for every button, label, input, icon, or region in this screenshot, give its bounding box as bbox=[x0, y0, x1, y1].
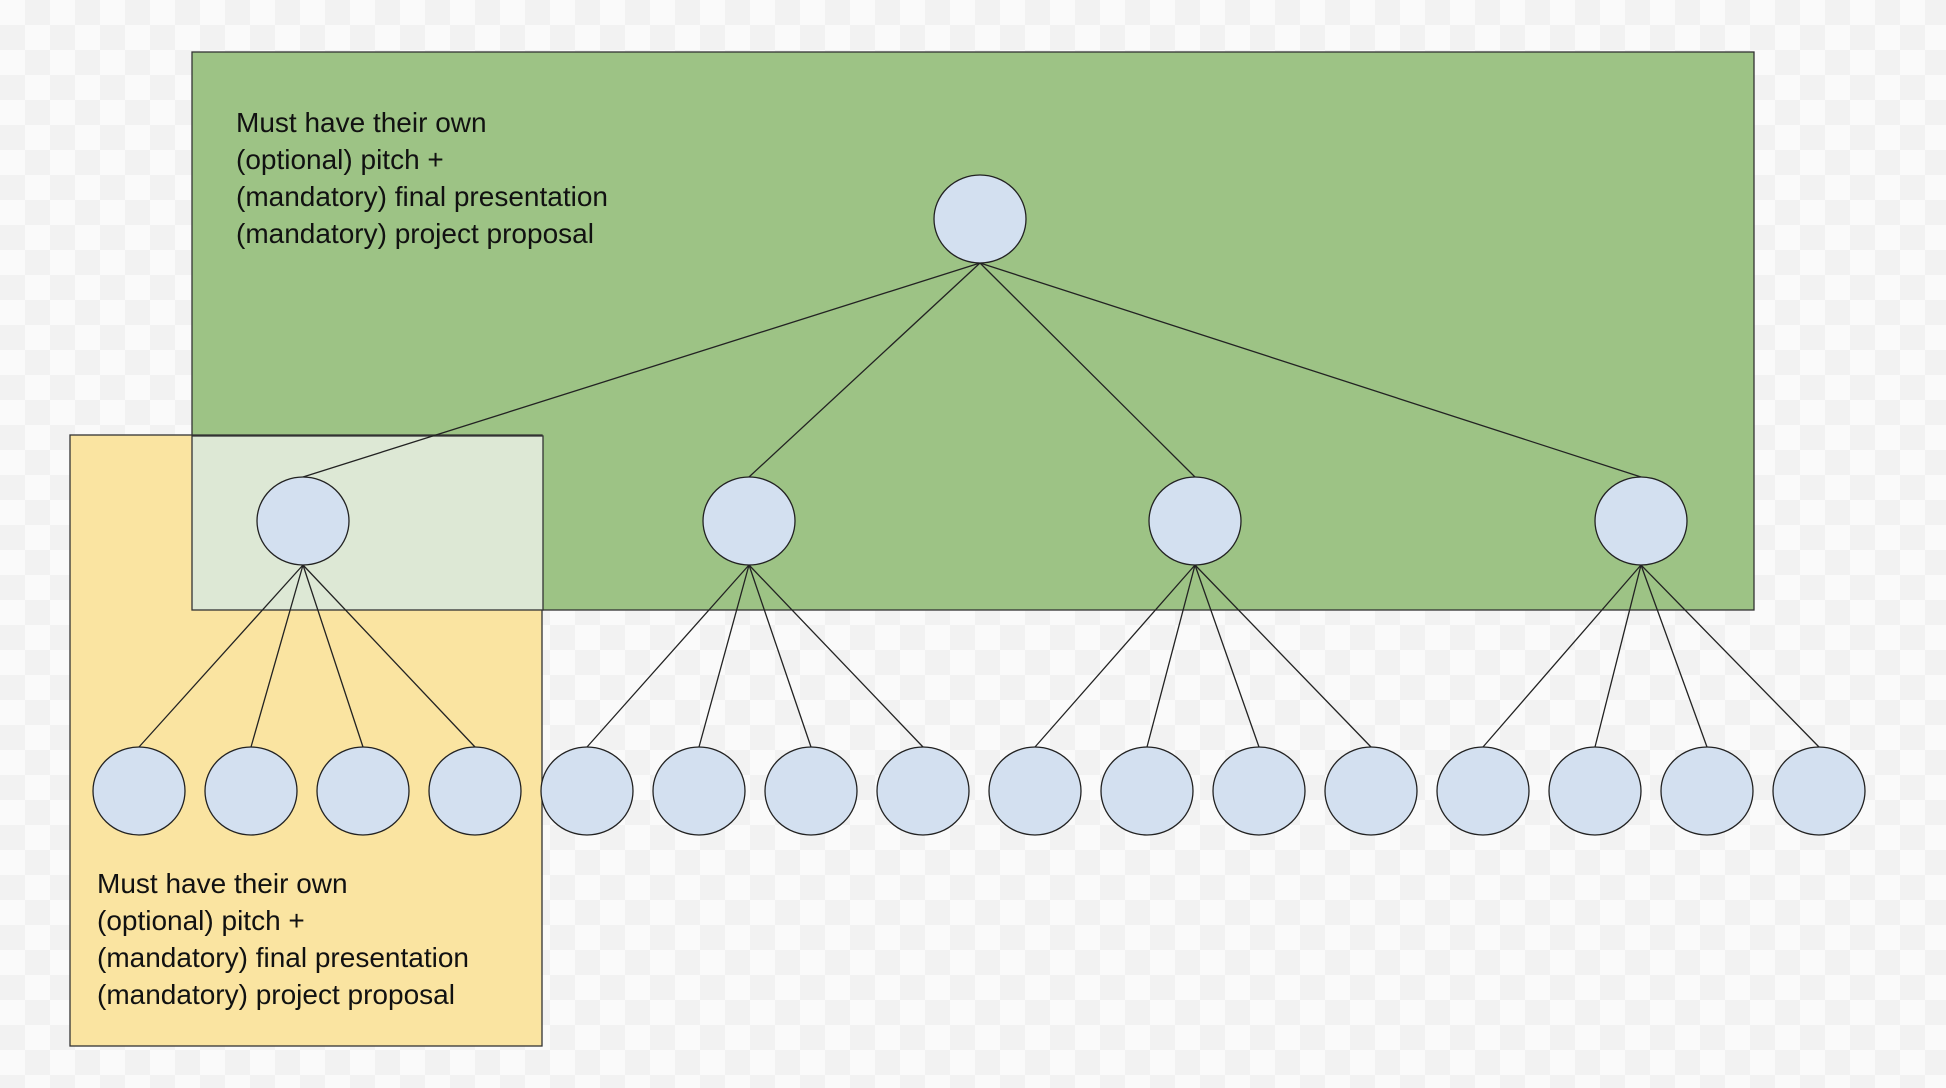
leaf-node-16 bbox=[1772, 746, 1866, 836]
edge-node-2-to-leaf-6 bbox=[698, 564, 750, 748]
lower-note-line-2: (optional) pitch + bbox=[97, 905, 305, 936]
edge-node-3-to-leaf-11 bbox=[1194, 564, 1260, 748]
level1-node-2 bbox=[702, 476, 796, 566]
leaf-node-11 bbox=[1212, 746, 1306, 836]
edge-root-to-node-2 bbox=[748, 262, 981, 478]
tree-edges bbox=[138, 262, 1820, 748]
edge-root-to-node-1 bbox=[302, 262, 981, 478]
edge-node-2-to-leaf-8 bbox=[748, 564, 924, 748]
edge-node-1-to-leaf-3 bbox=[302, 564, 364, 748]
level1-node-1 bbox=[256, 476, 350, 566]
top-note-line-3: (mandatory) final presentation bbox=[236, 181, 608, 212]
lower-note-line-3: (mandatory) final presentation bbox=[97, 942, 469, 973]
edge-node-2-to-leaf-5 bbox=[586, 564, 750, 748]
edge-root-to-node-4 bbox=[979, 262, 1642, 478]
top-note-line-4: (mandatory) project proposal bbox=[236, 218, 594, 249]
leaf-node-14 bbox=[1548, 746, 1642, 836]
leaf-node-4 bbox=[428, 746, 522, 836]
edge-node-1-to-leaf-1 bbox=[138, 564, 304, 748]
leaf-node-12 bbox=[1324, 746, 1418, 836]
edge-node-4-to-leaf-13 bbox=[1482, 564, 1642, 748]
top-note-line-2: (optional) pitch + bbox=[236, 144, 444, 175]
leaf-node-1 bbox=[92, 746, 186, 836]
lower-region-note: Must have their own (optional) pitch + (… bbox=[97, 865, 469, 1013]
leaf-node-10 bbox=[1100, 746, 1194, 836]
edge-node-1-to-leaf-2 bbox=[250, 564, 304, 748]
leaf-node-6 bbox=[652, 746, 746, 836]
leaf-node-5 bbox=[540, 746, 634, 836]
edge-node-3-to-leaf-9 bbox=[1034, 564, 1196, 748]
level1-node-4 bbox=[1594, 476, 1688, 566]
top-region-note: Must have their own (optional) pitch + (… bbox=[236, 104, 608, 252]
overlap-region bbox=[191, 435, 544, 611]
lower-note-line-1: Must have their own bbox=[97, 868, 348, 899]
edge-node-2-to-leaf-7 bbox=[748, 564, 812, 748]
root-node bbox=[933, 174, 1027, 264]
edge-node-4-to-leaf-16 bbox=[1640, 564, 1820, 748]
edge-root-to-node-3 bbox=[979, 262, 1196, 478]
lower-note-line-4: (mandatory) project proposal bbox=[97, 979, 455, 1010]
leaf-node-7 bbox=[764, 746, 858, 836]
leaf-node-8 bbox=[876, 746, 970, 836]
edge-node-3-to-leaf-10 bbox=[1146, 564, 1196, 748]
top-note-line-1: Must have their own bbox=[236, 107, 487, 138]
edge-node-3-to-leaf-12 bbox=[1194, 564, 1372, 748]
leaf-node-3 bbox=[316, 746, 410, 836]
edge-node-4-to-leaf-15 bbox=[1640, 564, 1708, 748]
level1-node-3 bbox=[1148, 476, 1242, 566]
tree-nodes bbox=[92, 174, 1866, 836]
leaf-node-2 bbox=[204, 746, 298, 836]
edge-node-1-to-leaf-4 bbox=[302, 564, 476, 748]
leaf-node-13 bbox=[1436, 746, 1530, 836]
leaf-node-9 bbox=[988, 746, 1082, 836]
edge-node-4-to-leaf-14 bbox=[1594, 564, 1642, 748]
leaf-node-15 bbox=[1660, 746, 1754, 836]
